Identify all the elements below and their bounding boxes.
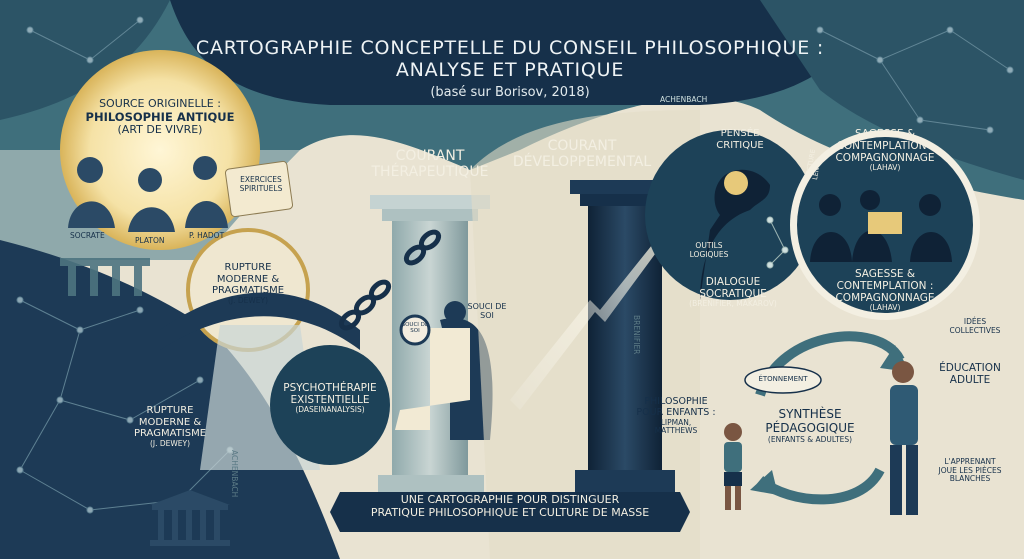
phil-line-2: POUR ENFANTS : <box>636 406 716 418</box>
figure-hadot: P. HADOT <box>189 231 225 240</box>
rupture-top-line-2: MODERNE & <box>216 273 280 285</box>
rupture-bottom-line-3: PRAGMATISME <box>133 428 207 439</box>
outils-line-1: OUTILS <box>695 241 723 250</box>
broken-chain-icon <box>338 229 442 331</box>
wisdom-bottom-line-1: SAGESSE & <box>854 268 916 280</box>
rupture-bottom-line-4: (J. DEWEY) <box>149 438 191 448</box>
source-line-2: PHILOSOPHIE ANTIQUE <box>85 109 235 124</box>
idees-line-2: COLLECTIVES <box>949 325 1001 335</box>
dialogue-label: DIALOGUE SOCRATIQUE (BRENIFIER, MAKAROV) <box>678 276 788 309</box>
psy-line-1: PSYCHOTHÉRAPIE <box>283 382 377 394</box>
phil-line-3: LIPMAN, <box>660 417 692 427</box>
wisdom-top-line-4: (LAHAV) <box>869 163 901 173</box>
conclusion-banner <box>330 492 690 532</box>
network-panel <box>0 240 340 559</box>
figure-socrate: SOCRATE <box>70 231 105 240</box>
banner-line-2: PRATIQUE PHILOSOPHIQUE ET CULTURE DE MAS… <box>370 505 650 519</box>
therapeutic-title-line-2: THÉRAPEUTIQUE <box>371 164 489 181</box>
title-line-1: CARTOGRAPHIE CONCEPTELLE DU CONSEIL PHIL… <box>195 37 825 59</box>
rupture-bottom-label: RUPTURE MODERNE & PRAGMATISME (J. DEWEY) <box>115 405 225 448</box>
bridge-arch <box>160 292 360 350</box>
developmental-title: COURANT DÉVELOPPEMENTAL <box>512 138 652 170</box>
rupture-bottom-line-2: MODERNE & <box>138 416 202 428</box>
rupture-bottom-line-1: RUPTURE <box>146 405 194 416</box>
psy-label: PSYCHOTHÉRAPIE EXISTENTIELLE (DASEINANAL… <box>275 382 385 415</box>
scroll-icon <box>224 160 294 218</box>
source-line-1: SOURCE ORIGINELLE : <box>99 97 221 110</box>
wisdom-top-line-1: SAGESSE & <box>854 128 916 140</box>
pensee-line-2: CRITIQUE <box>716 139 764 151</box>
wisdom-bottom-label: SAGESSE & CONTEMPLATION : COMPAGNONNAGE … <box>820 268 950 313</box>
dialogue-line-2: SOCRATIQUE <box>699 288 767 301</box>
scroll-label: EXERCICES SPIRITUELS <box>239 175 283 193</box>
etonnement-bubble <box>744 366 822 394</box>
source-label: SOURCE ORIGINELLE : PHILOSOPHIE ANTIQUE … <box>85 97 235 137</box>
synth-line-3: (ENFANTS & ADULTES) <box>767 434 853 444</box>
adult-line-1: ÉDUCATION <box>939 362 1001 374</box>
title-banner <box>170 0 860 105</box>
rupture-top-label: RUPTURE MODERNE & PRAGMATISME (J. DEWEY) <box>198 262 298 305</box>
phil-enfants-label: PHILOSOPHIE POUR ENFANTS : LIPMAN, MATTH… <box>628 396 724 436</box>
book-icon <box>868 212 902 234</box>
developmental-title-line-1: COURANT <box>547 138 617 154</box>
achenbach-left: ACHENBACH <box>230 450 239 498</box>
rupture-top-line-4: (J. DEWEY) <box>227 295 269 305</box>
synth-line-1: SYNTHÈSE <box>778 407 842 421</box>
wisdom-bottom-line-3: COMPAGNONNAGE <box>835 292 935 305</box>
psy-line-2: EXISTENTIELLE <box>290 394 370 407</box>
pensee-label: PENSÉE CRITIQUE <box>700 128 780 151</box>
rupture-top-line-1: RUPTURE <box>224 262 272 273</box>
synthese-label: SYNTHÈSE PÉDAGOGIQUE (ENFANTS & ADULTES) <box>748 407 872 444</box>
figure-platon: PLATON <box>135 236 165 245</box>
dialogue-line-1: DIALOGUE <box>705 276 761 288</box>
phil-line-1: PHILOSOPHIE <box>644 396 708 407</box>
child-figure <box>724 423 742 510</box>
therapeutic-title-line-1: COURANT <box>395 148 465 164</box>
title-line-2: ANALYSE ET PRATIQUE <box>395 58 625 81</box>
souci-label: SOUCI DE SOI <box>467 302 507 321</box>
apprenant-line-2: JOUE LES PIÈCES <box>938 465 1002 475</box>
wisdom-top-label: SAGESSE & CONTEMPLATION : COMPAGNONNAGE … <box>820 128 950 173</box>
developmental-title-line-2: DÉVELOPPEMENTAL <box>512 154 652 171</box>
page-title: CARTOGRAPHIE CONCEPTELLE DU CONSEIL PHIL… <box>180 37 840 82</box>
philosophers-silhouettes <box>68 156 228 232</box>
psy-circle <box>270 345 390 465</box>
adult-figure <box>890 361 918 515</box>
brain-icon <box>724 171 748 195</box>
mirror-icon <box>399 314 431 346</box>
etonnement-label: ÉTONNEMENT <box>758 375 808 383</box>
outils-label: OUTILS LOGIQUES <box>684 241 734 259</box>
phil-line-4: MATTHEWS <box>654 426 698 436</box>
psy-line-3: (DASEINANALYSIS) <box>295 405 365 415</box>
apprenant-label: L'APPRENANT JOUE LES PIÈCES BLANCHES <box>920 457 1020 484</box>
achenbach-top: ACHENBACH <box>660 95 708 104</box>
adult-education-label: ÉDUCATION ADULTE <box>930 362 1010 386</box>
source-glow-circle <box>60 50 260 250</box>
adult-line-2: ADULTE <box>949 374 991 387</box>
apprenant-line-3: BLANCHES <box>949 474 991 484</box>
idees-line-1: IDÉES <box>963 317 987 326</box>
outils-line-2: LOGIQUES <box>689 249 729 259</box>
temple-icon <box>150 490 230 546</box>
synth-line-2: PÉDAGOGIQUE <box>765 420 855 435</box>
wisdom-top-line-3: COMPAGNONNAGE <box>835 152 935 165</box>
therapeutic-title: COURANT THÉRAPEUTIQUE <box>355 148 505 180</box>
conclusion-text: UNE CARTOGRAPHIE POUR DISTINGUER PRATIQU… <box>340 493 680 519</box>
apprenant-line-1: L'APPRENANT <box>944 457 996 466</box>
banner-line-1: UNE CARTOGRAPHIE POUR DISTINGUER <box>400 493 620 506</box>
pensee-line-1: PENSÉE <box>720 128 760 139</box>
wisdom-bottom-line-2: CONTEMPLATION : <box>836 280 934 293</box>
page-subtitle: (basé sur Borisov, 2018) <box>430 85 590 100</box>
rupture-top-line-3: PRAGMATISME <box>211 285 285 296</box>
brenifier-vertical: BRENIFIER <box>632 315 641 355</box>
mirror-label: SOUCI DE SOI <box>401 322 429 335</box>
dialogue-line-3: (BRENIFIER, MAKAROV) <box>689 299 777 309</box>
idees-label: IDÉES COLLECTIVES <box>945 317 1005 335</box>
source-line-3: (ART DE VIVRE) <box>117 122 203 136</box>
wisdom-bottom-line-4: (LAHAV) <box>869 303 901 313</box>
wisdom-top-line-2: CONTEMPLATION : <box>836 140 934 153</box>
